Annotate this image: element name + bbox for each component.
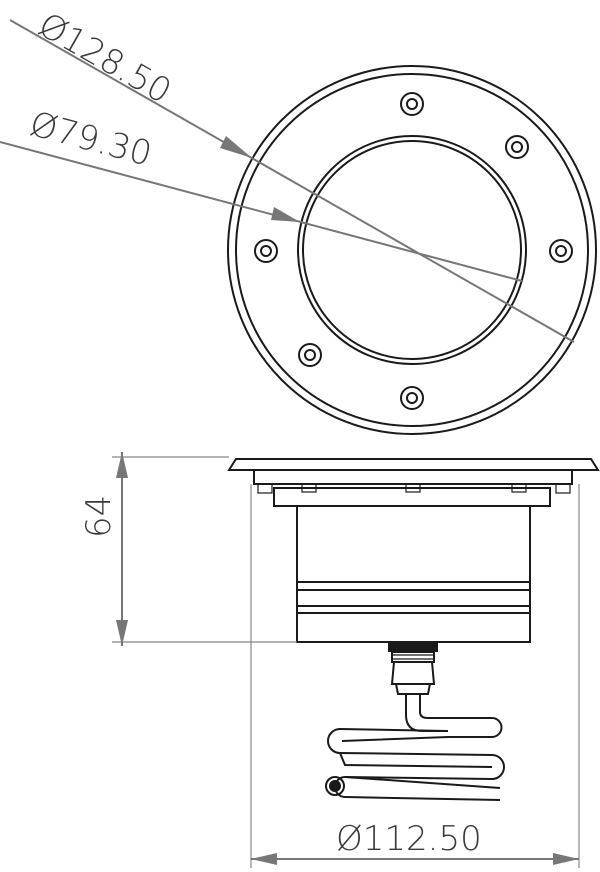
screw-left — [254, 239, 278, 263]
body-housing — [296, 505, 531, 643]
screw-bottom — [400, 386, 424, 410]
screw-top-right — [505, 135, 529, 159]
flange — [227, 458, 600, 471]
lens-circle-inner — [302, 140, 522, 360]
under-flange-ring — [253, 469, 573, 485]
outer-flange-inner-edge — [235, 73, 589, 427]
screw-top — [400, 92, 424, 116]
screw-right — [549, 239, 573, 263]
inner-diameter-label: Ø79.30 — [26, 104, 156, 175]
upper-collar — [273, 487, 551, 507]
height-label: 64 — [79, 495, 119, 538]
outer-flange-circle — [227, 65, 597, 435]
cable-gland — [388, 642, 438, 695]
cable-coil — [325, 694, 505, 801]
top-view: Ø128.50 Ø79.30 — [0, 5, 597, 435]
side-view: 64 Ø112.50 — [79, 452, 600, 868]
height-dimension: 64 — [79, 452, 297, 646]
lens-circle-outer — [297, 135, 527, 365]
outer-diameter-leader — [9, 19, 575, 343]
outer-diameter-label: Ø128.50 — [32, 5, 178, 112]
screw-bottom-left — [298, 343, 322, 367]
body-diameter-dimension: Ø112.50 — [250, 484, 580, 868]
body-diameter-label: Ø112.50 — [336, 819, 482, 859]
inner-diameter-leader — [0, 141, 523, 282]
